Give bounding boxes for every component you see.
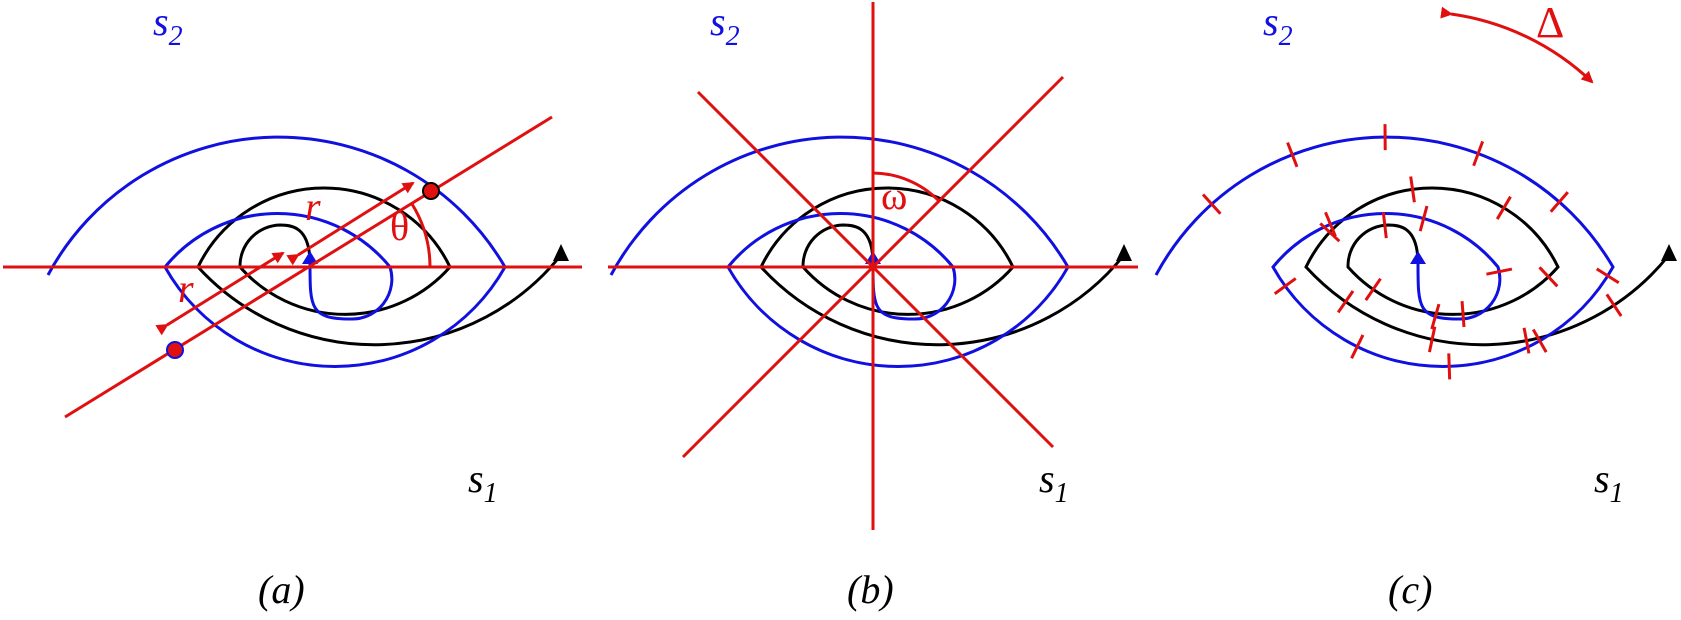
tick-mark [1273, 277, 1297, 295]
s1-label: s1 [1039, 456, 1069, 509]
panel-b: ω s2 s1 [608, 0, 1138, 530]
r-label-upper: r [305, 184, 321, 229]
tick-mark [1201, 193, 1222, 215]
tick-mark [1427, 326, 1437, 353]
s1-label: s1 [468, 456, 498, 509]
theta-arc [410, 203, 432, 268]
s2-label: s2 [710, 0, 740, 52]
tick-mark [1324, 211, 1337, 237]
tick-mark [1460, 300, 1466, 328]
tick-mark [1495, 195, 1512, 220]
tick-mark [1472, 140, 1485, 167]
tick-mark [1409, 176, 1416, 203]
s1-end-arrow-icon [1116, 244, 1132, 261]
caption-c: (c) [1388, 567, 1432, 612]
tick-mark [1336, 290, 1355, 314]
tick-mark [1430, 303, 1441, 330]
intersection-point-lower [166, 341, 184, 359]
tick-mark [1595, 267, 1620, 285]
caption-a: (a) [258, 567, 305, 612]
theta-label: θ [390, 204, 409, 249]
delta-label: Δ [1536, 0, 1564, 47]
panel-c: Δ s2 s1 [1154, 0, 1677, 509]
s1-label: s1 [1594, 456, 1624, 509]
tick-mark [1549, 191, 1569, 213]
omega-label: ω [881, 173, 907, 218]
s1-end-arrow-icon [1661, 244, 1677, 261]
spiral-s2 [46, 135, 507, 368]
caption-b: (b) [847, 567, 894, 612]
s2-label: s2 [1263, 0, 1293, 52]
panel-a: r r θ s2 s1 [3, 0, 582, 509]
spiral-s1 [1304, 186, 1671, 347]
tick-mark [1381, 212, 1388, 239]
spiral-s1 [759, 186, 1126, 347]
r-arrow-lower [155, 251, 285, 336]
tick-mark [1531, 328, 1548, 353]
theta-ray-line [64, 115, 553, 419]
tick-mark [1319, 222, 1341, 243]
tick-mark [1350, 334, 1365, 359]
tick-mark [1418, 205, 1429, 232]
tick-mark [1286, 142, 1299, 168]
tick-mark [1447, 353, 1452, 380]
s1-end-arrow-icon [553, 244, 569, 261]
spiral-s2 [609, 135, 1070, 368]
center-marker-icon [1410, 251, 1426, 264]
tick-mark [1538, 266, 1559, 288]
s2-label: s2 [153, 0, 183, 52]
omega-arc [872, 171, 941, 203]
tick-mark [1522, 327, 1531, 354]
spiral-s2 [1154, 135, 1615, 368]
intersection-point-upper [422, 182, 440, 200]
delta-arc-arrow [1440, 6, 1594, 84]
r-arrow-upper [286, 181, 415, 266]
r-label-lower: r [178, 266, 194, 311]
tick-mark [1486, 267, 1513, 276]
tick-mark [1364, 277, 1382, 301]
sampling-ticks [1201, 124, 1623, 380]
sector-line-diagonal-2 [696, 90, 1055, 449]
tick-mark [1605, 293, 1623, 317]
